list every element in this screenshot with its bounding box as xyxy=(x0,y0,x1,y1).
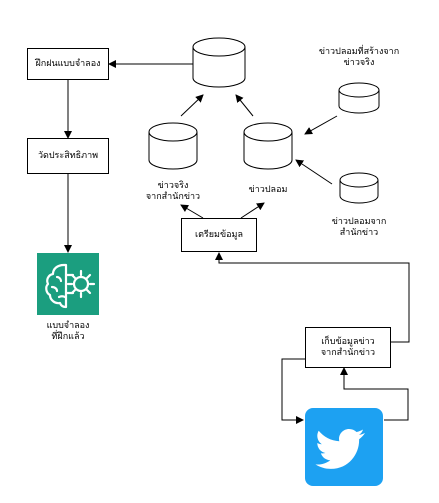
prepare-data-box: เตรียมข้อมูล xyxy=(181,218,257,252)
fake-from-real-label-line2: ข่าวจริง xyxy=(343,58,375,68)
prepare-data-label: เตรียมข้อมูล xyxy=(195,229,243,240)
arrow-fakegen-to-fake xyxy=(304,115,338,135)
fake-news-label-text: ข่าวปลอม xyxy=(248,185,288,195)
fake-from-agency-database-icon xyxy=(339,172,379,204)
arrow-fake-to-dataset xyxy=(235,94,254,117)
fake-from-agency-label: ข่าวปลอมจาก สำนักข่าว xyxy=(319,217,399,239)
real-news-label-line1: ข่าวจริง xyxy=(157,181,189,191)
brain-model-icon xyxy=(37,253,99,315)
real-news-database-icon xyxy=(148,122,198,170)
real-news-label-line2: จากสำนักข่าว xyxy=(145,192,201,202)
real-news-label: ข่าวจริง จากสำนักข่าว xyxy=(133,181,213,203)
trained-model-label-line1: แบบจำลอง xyxy=(46,321,90,331)
fake-from-agency-label-line1: ข่าวปลอมจาก xyxy=(331,217,387,227)
fake-from-agency-label-line2: สำนักข่าว xyxy=(339,228,379,238)
arrow-prepare-to-real xyxy=(180,204,204,219)
fake-from-real-label-line1: ข่าวปลอมที่สร้างจาก xyxy=(318,47,400,57)
twitter-bird-icon xyxy=(305,408,383,486)
train-model-box: ฝึกฝนแบบจำลอง xyxy=(27,48,109,80)
trained-model-label-line2: ที่ฝึกแล้ว xyxy=(51,332,85,342)
fake-from-real-database-icon xyxy=(338,82,380,114)
fake-news-database-icon xyxy=(243,122,293,170)
arrow-twitter-to-collect xyxy=(340,367,409,421)
collect-news-label-line1: เก็บข้อมูลข่าว xyxy=(321,336,375,347)
fake-from-real-label: ข่าวปลอมที่สร้างจาก ข่าวจริง xyxy=(309,47,409,69)
train-model-label: ฝึกฝนแบบจำลอง xyxy=(35,58,101,69)
evaluate-label: วัดประสิทธิภาพ xyxy=(37,150,99,161)
fake-news-label: ข่าวปลอม xyxy=(228,185,308,196)
trained-model-label: แบบจำลอง ที่ฝึกแล้ว xyxy=(28,321,108,343)
arrow-real-to-dataset xyxy=(180,94,204,117)
arrow-collect-to-prepare xyxy=(215,252,410,343)
evaluate-box: วัดประสิทธิภาพ xyxy=(27,138,109,174)
dataset-database-icon xyxy=(192,37,246,88)
collect-news-label-line2: จากสำนักข่าว xyxy=(320,347,376,358)
arrow-collect-to-twitter xyxy=(281,358,305,424)
arrow-fakeagency-to-fake xyxy=(295,159,333,185)
arrow-prepare-to-fake xyxy=(240,202,265,219)
collect-news-box: เก็บข้อมูลข่าว จากสำนักข่าว xyxy=(305,327,391,368)
